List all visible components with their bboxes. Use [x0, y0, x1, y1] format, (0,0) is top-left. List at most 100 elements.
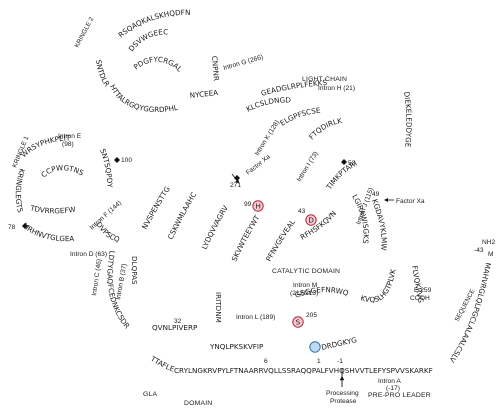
factor-xa-top-arrow — [231, 173, 240, 184]
active-site-s205-circle — [292, 316, 304, 328]
marker-32-label: 32 — [174, 318, 182, 325]
intron-h-label: Intron H (21) — [318, 85, 355, 92]
marker-minus43-label: -43 — [474, 247, 484, 254]
intron-a-label: Intron A — [378, 378, 401, 385]
bottom-iri-strand: IRITDNM — [214, 292, 223, 323]
active-site-h99-circle — [252, 200, 264, 212]
m43-label: M — [488, 251, 494, 258]
catalytic-domain-label: CATALYTIC DOMAIN — [272, 268, 340, 275]
active-site-d43: D — [308, 216, 314, 225]
bottom-main-strand: CRYLNGKRVPYLFTNAARRVQLLSSRAQQPALFVHQSHVV… — [174, 366, 433, 375]
n-terminal-strand: MAHVRGLQLPGCLALAALCSLVHS — [0, 0, 493, 364]
marker-100-diamond — [114, 157, 120, 163]
kringle1-right-strand: SNTSQPDY — [98, 148, 114, 189]
light-chain-label: LIGHT CHAIN — [302, 76, 347, 83]
svg-text:KLCSLDNGD: KLCSLDNGD — [245, 95, 292, 113]
light-chain-right-strand: DIEKELEDDYGE — [402, 91, 413, 148]
light-chain-rung-1: KLCSLDNGD — [245, 95, 292, 113]
svg-text:MRHNVTGLGEA: MRHNVTGLGEA — [21, 221, 75, 243]
domain-label: DOMAIN — [184, 400, 212, 407]
svg-text:IRITDNM: IRITDNM — [214, 292, 223, 323]
intron-a-number: (-17) — [386, 385, 400, 392]
svg-text:SNTDLR: SNTDLR — [94, 59, 112, 88]
catalytic-tail-strand: KGDAVYKLMW — [370, 198, 388, 251]
kringle1-inner-strand: CCPWGTNS — [39, 163, 86, 179]
marker-43-label: 43 — [298, 208, 306, 215]
svg-text:QVNLPIVERP: QVNLPIVERP — [152, 323, 198, 332]
factor-xa-right-label: Factor Xa — [396, 198, 425, 205]
marker-78-diamond — [22, 223, 28, 229]
svg-text:SKVWTEEYWT: SKVWTEEYWT — [230, 213, 262, 263]
intron-m-number: (212/213) — [290, 290, 318, 297]
processing-label: Processing — [326, 390, 359, 397]
svg-text:FTQDIRLK: FTQDIRLK — [307, 116, 343, 141]
kringle2-bottom-strand: HTTALRGQYGGRDPHL — [108, 83, 179, 114]
intron-b-label: Intron B (37) — [115, 263, 128, 300]
intron-l-label: Intron L (189) — [236, 314, 275, 321]
light-chain-rung-3: FTQDIRLK — [307, 116, 343, 141]
svg-text:DRDGKYG: DRDGKYG — [320, 335, 357, 352]
active-site-residues: H D S — [252, 200, 321, 353]
svg-text:PFNVGEVEAL: PFNVGEVEAL — [264, 218, 297, 263]
kringle2-close-strand: NYCEEA — [189, 88, 218, 100]
svg-text:TDVRRGEFW: TDVRRGEFW — [28, 203, 76, 215]
marker-271-label: 271 — [230, 182, 241, 189]
cooh-label: COOH — [410, 295, 430, 302]
marker-205-label: 205 — [306, 312, 317, 319]
active-site-d43-circle — [305, 214, 317, 226]
intron-i-label: Intron I (73) — [296, 150, 320, 183]
gla-label: GLA — [143, 391, 157, 398]
svg-text:NVSPENSTTG: NVSPENSTTG — [140, 185, 172, 231]
bottom-second-strand: YNQLPKSKVFIP — [209, 342, 264, 351]
intron-m-label: Intron M — [293, 282, 317, 289]
svg-text:CCPWGTNS: CCPWGTNS — [39, 163, 86, 179]
kringle2-drop-strand: CNPNR — [210, 55, 221, 81]
position-markers: 100 78 271 53 49 99 43 205 32 6 1 -1 -43 — [8, 157, 484, 365]
svg-text:NYCEEA: NYCEEA — [189, 88, 218, 100]
kringle1-middle-strand: TDVRRGEFW — [28, 203, 76, 215]
catalytic-diagonal-2: CSKWMLAAHC — [166, 190, 199, 240]
pre-pro-leader-label: PRE-PRO LEADER — [368, 392, 431, 399]
marker-99-label: 99 — [244, 201, 252, 208]
catalytic-diagonal-3: LYDQVVAGRV — [200, 204, 230, 251]
marker-53-diamond — [341, 159, 347, 165]
bottom-right-strand: KVQSLHGTPLVKNQKHLNVRE — [0, 0, 398, 304]
catalytic-diagonal-5: PFNVGEVEAL — [264, 218, 297, 263]
svg-text:KRINGLEGTS: KRINGLEGTS — [14, 168, 27, 214]
bottom-drop-strand: QVNLPIVERP — [152, 323, 198, 332]
intron-g-label: Intron G (266) — [223, 54, 264, 72]
active-site-s205: S — [296, 318, 301, 327]
marker-53-label: 53 — [348, 160, 356, 167]
marker-100-label: 100 — [121, 157, 132, 164]
svg-text:KGDAVYKLMW: KGDAVYKLMW — [370, 198, 388, 251]
active-site-h99: H — [256, 202, 261, 211]
gla-column-strand-2: TTAFLE — [148, 354, 176, 374]
kringle2-left-strand: SNTDLR — [94, 59, 112, 88]
svg-text:DLQPAS: DLQPAS — [130, 256, 139, 285]
light-chain-rung-2: ELGPFSCSE — [278, 106, 321, 128]
nh2-label: NH2 — [482, 239, 496, 246]
svg-text:LYDQVVAGRV: LYDQVVAGRV — [200, 204, 230, 251]
marker-6-label: 6 — [264, 358, 268, 365]
intron-d-label: Intron D (63) — [70, 251, 107, 258]
kringle1-bottom-strand: MRHNVTGLGEA — [21, 221, 75, 243]
marker-78-label: 78 — [8, 224, 16, 231]
svg-text:KVQSLHGTPLVKNQKHLNVRE: KVQSLHGTPLVKNQKHLNVRE — [0, 0, 398, 304]
svg-text:YNQLPKSKVFIP: YNQLPKSKVFIP — [209, 342, 264, 351]
marker-1-label: 1 — [317, 358, 321, 365]
marker-minus1-label: -1 — [337, 358, 343, 365]
protease-label: Protease — [330, 398, 357, 405]
bottom-sd-strand: DRDGKYG — [320, 335, 357, 352]
marker-49-label: 49 — [372, 191, 380, 198]
catalytic-diagonal-4: SKVWTEEYWT — [230, 213, 262, 263]
kringle2-inner-strand: PDGFYCRGAL — [132, 55, 184, 74]
intron-c-label: Intron C (46) — [91, 259, 103, 297]
intron-k-label: Intron K (128) — [254, 119, 281, 157]
kringle2-label: KRINGLE 2 — [74, 16, 96, 49]
svg-text:CNPNR: CNPNR — [210, 55, 221, 81]
intron-e-number: (98) — [62, 141, 74, 148]
svg-text:PDGFYCRGAL: PDGFYCRGAL — [132, 55, 184, 74]
svg-text:ELGPFSCSE: ELGPFSCSE — [278, 106, 321, 128]
